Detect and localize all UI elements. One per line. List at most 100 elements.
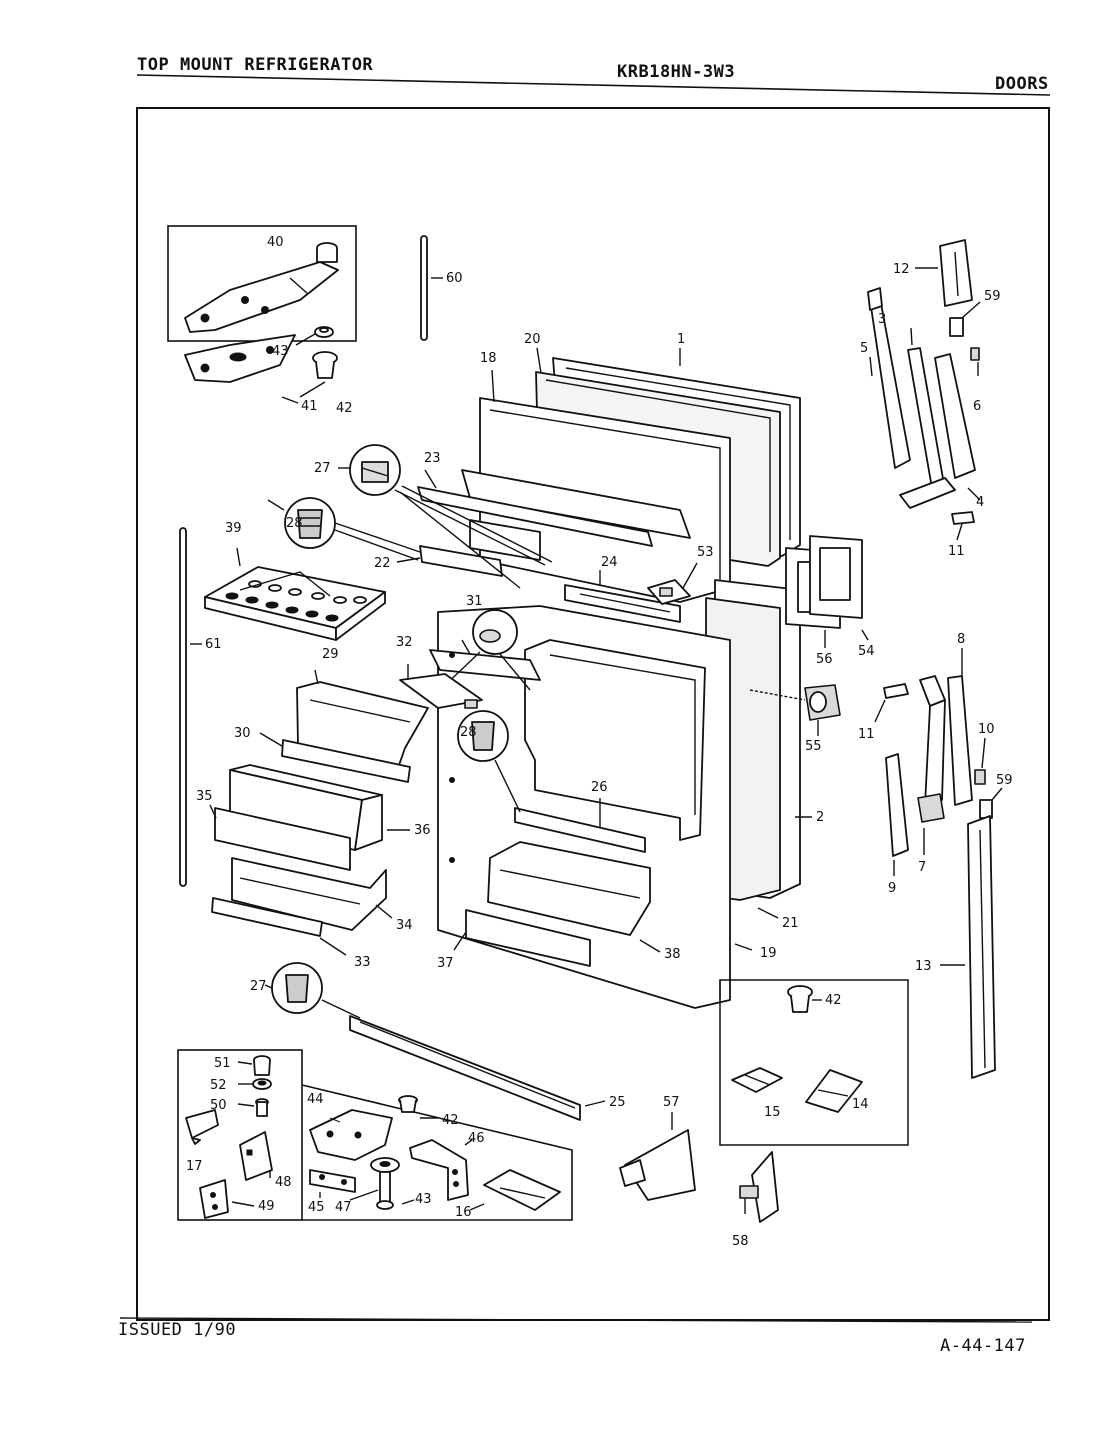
hinge-bracket-17 xyxy=(185,1109,219,1145)
label-22: 22 xyxy=(374,556,391,571)
label-33: 33 xyxy=(354,955,371,970)
hinge-46 xyxy=(409,1139,469,1201)
footer-rule xyxy=(119,1317,1033,1323)
label-61: 61 xyxy=(205,637,222,652)
label-42c: 42 xyxy=(442,1113,459,1128)
hinge-nut-51 xyxy=(253,1055,271,1076)
hinge-shim-45 xyxy=(309,1169,356,1193)
clip-28-detail xyxy=(284,497,336,549)
label-56: 56 xyxy=(816,652,833,667)
hinge-plate-11a xyxy=(951,511,975,525)
freezer-shelf-bar-22 xyxy=(419,545,503,577)
label-27: 27 xyxy=(314,461,331,476)
issued-date: ISSUED 1/90 xyxy=(118,1320,237,1340)
label-11b: 11 xyxy=(858,727,875,742)
hinge-bushing-42 xyxy=(312,351,338,379)
label-3: 3 xyxy=(878,312,886,327)
header-rule xyxy=(136,74,1051,96)
label-21: 21 xyxy=(782,916,799,931)
diagram-code: A-44-147 xyxy=(940,1336,1026,1356)
hinge-washer-52 xyxy=(252,1078,272,1090)
label-28b: 28 xyxy=(460,725,477,740)
label-42: 42 xyxy=(336,401,353,416)
label-7: 7 xyxy=(918,860,926,875)
label-28: 28 xyxy=(286,516,303,531)
clip-28-door-detail xyxy=(457,710,509,762)
model-number: KRB18HN-3W3 xyxy=(617,62,736,82)
label-44: 44 xyxy=(307,1092,324,1107)
label-24: 24 xyxy=(601,555,618,570)
hinge-strap-4 xyxy=(934,353,976,479)
dairy-door-29 xyxy=(296,681,429,769)
hinge-strap-8 xyxy=(947,675,973,806)
spring-clip-27b-detail xyxy=(271,962,323,1014)
label-49: 49 xyxy=(258,1199,275,1214)
door-shelf-bar-26 xyxy=(514,807,646,853)
label-58: 58 xyxy=(732,1234,749,1249)
freezer-shelf-bar-24 xyxy=(564,584,681,623)
label-20: 20 xyxy=(524,332,541,347)
label-1: 1 xyxy=(677,332,685,347)
label-9: 9 xyxy=(888,881,896,896)
label-43b: 43 xyxy=(415,1192,432,1207)
label-23: 23 xyxy=(424,451,441,466)
label-32: 32 xyxy=(396,635,413,650)
hinge-bushing-42c xyxy=(398,1095,418,1113)
hinge-44 xyxy=(309,1109,393,1161)
hinge-cover-12 xyxy=(939,239,973,307)
label-59a: 59 xyxy=(984,289,1001,304)
label-25: 25 xyxy=(609,1095,626,1110)
ice-cube-tray-39 xyxy=(204,566,386,641)
hinge-plate-11b xyxy=(883,683,909,699)
label-46: 46 xyxy=(468,1131,485,1146)
label-38: 38 xyxy=(664,947,681,962)
door-shelf-36 xyxy=(214,764,383,871)
hinge-pin-58 xyxy=(739,1151,779,1223)
label-6: 6 xyxy=(973,399,981,414)
label-54: 54 xyxy=(858,644,875,659)
label-14: 14 xyxy=(852,1097,869,1112)
hinge-strap-5 xyxy=(867,287,911,469)
label-52: 52 xyxy=(210,1078,227,1093)
label-59b: 59 xyxy=(996,773,1013,788)
label-34: 34 xyxy=(396,918,413,933)
label-50: 50 xyxy=(210,1098,227,1113)
ice-chute-53 xyxy=(647,579,691,605)
section-name: DOORS xyxy=(995,74,1049,94)
door-shelf-34 xyxy=(231,857,387,931)
hinge-strap-9 xyxy=(885,753,909,857)
hinge-spacer-15 xyxy=(731,1067,783,1093)
hinge-spacer-14 xyxy=(805,1069,863,1113)
label-36: 36 xyxy=(414,823,431,838)
label-37: 37 xyxy=(437,956,454,971)
label-16: 16 xyxy=(455,1205,472,1220)
label-51: 51 xyxy=(214,1056,231,1071)
label-11a: 11 xyxy=(948,544,965,559)
door-switch-55 xyxy=(804,684,841,721)
label-30: 30 xyxy=(234,726,251,741)
label-2: 2 xyxy=(816,810,824,825)
butter-door-31-detail xyxy=(472,609,518,655)
hinge-washer-43b xyxy=(370,1157,400,1173)
label-18: 18 xyxy=(480,351,497,366)
label-10: 10 xyxy=(978,722,995,737)
label-4: 4 xyxy=(976,495,984,510)
hinge-side-trim-13 xyxy=(967,815,996,1079)
label-39: 39 xyxy=(225,521,242,536)
label-55: 55 xyxy=(805,739,822,754)
label-13: 13 xyxy=(915,959,932,974)
label-41: 41 xyxy=(301,399,318,414)
label-29: 29 xyxy=(322,647,339,662)
door-trim-bar-25 xyxy=(349,1015,581,1121)
label-47: 47 xyxy=(335,1200,352,1215)
label-42b: 42 xyxy=(825,993,842,1008)
dispenser-cover-57 xyxy=(619,1129,696,1201)
hinge-assy-48 xyxy=(239,1131,273,1181)
dairy-door-trim-30 xyxy=(281,739,411,783)
label-19: 19 xyxy=(760,946,777,961)
top-hinge-40 xyxy=(184,242,339,333)
hinge-hardware-inset-a xyxy=(177,1049,303,1221)
hinge-plate-49 xyxy=(199,1179,229,1219)
page-title: TOP MOUNT REFRIGERATOR xyxy=(137,55,374,75)
label-8: 8 xyxy=(957,632,965,647)
